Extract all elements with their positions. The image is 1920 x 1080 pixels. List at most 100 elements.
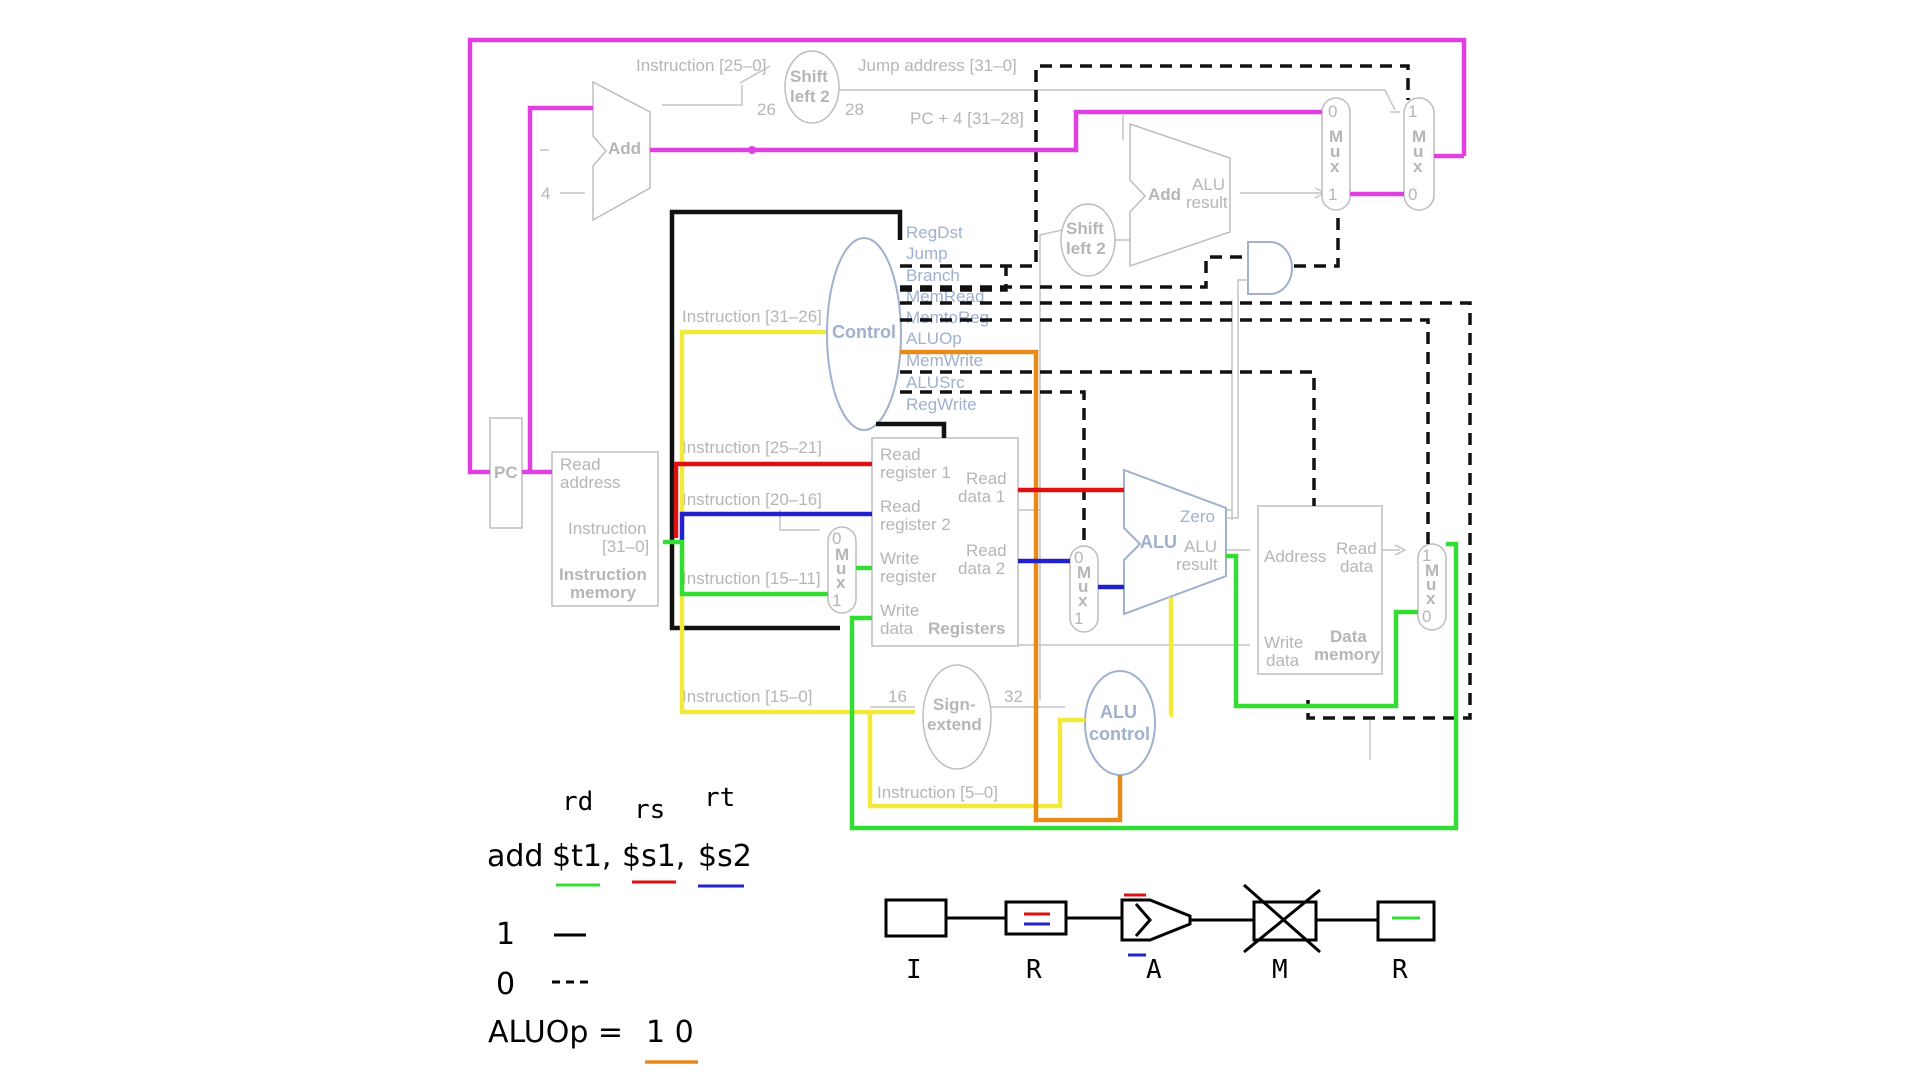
shift-mid-label-a: Shift xyxy=(1066,219,1104,238)
pc-feedback-wire xyxy=(467,37,1467,475)
alusrc-mux-zero: 0 xyxy=(1074,548,1083,567)
alu-control-a: ALU xyxy=(1100,702,1137,722)
legend-one-text: 1 xyxy=(496,917,515,952)
pc-label: PC xyxy=(494,463,518,482)
sign-extend xyxy=(922,664,992,770)
pc-adder-label: Add xyxy=(608,139,641,158)
regdst-one-wire xyxy=(669,209,903,631)
shift-top-label-a: Shift xyxy=(790,67,828,86)
control-label: Control xyxy=(832,322,896,342)
pc-adder xyxy=(592,80,651,222)
active-paths xyxy=(467,37,1467,831)
instr-25-0-label: Instruction [25–0] xyxy=(636,56,766,75)
and-to-mux-line xyxy=(1294,210,1340,268)
read-reg2-b: register 2 xyxy=(880,515,951,534)
jump-mux-one: 1 xyxy=(1408,102,1417,121)
instruction-op: add xyxy=(487,839,543,874)
instr-mem-title-a: Instruction xyxy=(559,565,647,584)
sign-extend-a: Sign- xyxy=(933,695,976,714)
stage-regread-box xyxy=(1004,900,1068,936)
read-data-b: data xyxy=(1340,557,1374,576)
alusrc-signal-line xyxy=(900,390,1086,546)
stage-writeback-box xyxy=(1376,900,1436,942)
writeback-wire xyxy=(849,541,1459,831)
branch-mux-m: M xyxy=(1329,127,1343,146)
stage-fetch-box xyxy=(884,898,948,938)
branch-mux-one: 1 xyxy=(1328,185,1337,204)
read-data1-b: data 1 xyxy=(958,487,1005,506)
data-mem-title-a: Data xyxy=(1330,627,1367,646)
instr-25-21-label: Instruction [25–21] xyxy=(682,438,822,457)
instr-5-0-label: Instruction [5–0] xyxy=(877,783,998,802)
alu-label: ALU xyxy=(1140,532,1177,552)
memwrite-signal-line xyxy=(900,370,1316,506)
aluop-wire xyxy=(900,349,1123,823)
dashed-control-lines xyxy=(900,64,1472,720)
alusrc-mux-x: x xyxy=(1078,591,1088,610)
regdst-mux-one: 1 xyxy=(832,591,841,610)
address-label: Address xyxy=(1264,547,1326,566)
branch-adder-alu: ALU xyxy=(1192,175,1225,194)
rs-wire xyxy=(673,461,872,538)
read-reg2-a: Read xyxy=(880,497,921,516)
aluop-label: ALUOp = xyxy=(488,1015,623,1050)
alu-control xyxy=(1084,670,1156,776)
operand-rd: $t1, xyxy=(552,839,611,874)
instr-mem-title-b: memory xyxy=(570,583,637,602)
jump-signal-line xyxy=(900,64,1410,268)
memtoreg-mux-x: x xyxy=(1426,589,1436,608)
pc-to-adder-wire xyxy=(527,105,593,472)
pipeline-sketch xyxy=(884,883,1436,957)
funct-wire xyxy=(867,712,1085,809)
jump-mux-m: M xyxy=(1412,127,1426,146)
read-data1-a: Read xyxy=(966,469,1007,488)
regwrite-one-wire xyxy=(876,421,947,438)
branch-adder-label: Add xyxy=(1148,185,1181,204)
instr-15-11-label: Instruction [15–11] xyxy=(682,569,821,588)
control-signal-alusrc: ALUSrc xyxy=(906,373,965,392)
control-signal-branch: Branch xyxy=(906,266,960,285)
jump-mux-u: u xyxy=(1413,142,1423,161)
branch-signal-line xyxy=(900,255,1248,289)
pipeline-stage-label: I xyxy=(906,955,922,985)
branch-adder xyxy=(1129,122,1231,268)
rt-wire xyxy=(679,511,872,541)
jump-mux-zero: 0 xyxy=(1408,185,1417,204)
control-signal-regdst: RegDst xyxy=(906,223,963,242)
read-address-a: Read xyxy=(560,455,601,474)
pipeline-stage-label: A xyxy=(1146,955,1162,985)
memtoreg-mux xyxy=(1417,543,1447,631)
jump-mux-x: x xyxy=(1413,157,1423,176)
rt-annotation: rt xyxy=(704,783,735,813)
read-data2-b: data 2 xyxy=(958,559,1005,578)
write-reg-b: register xyxy=(880,567,937,586)
operand-rt: $s2 xyxy=(698,839,752,874)
memtoreg-mux-one: 1 xyxy=(1422,546,1431,565)
dm-write-data-b: data xyxy=(1266,651,1300,670)
bits-28-label: 28 xyxy=(845,100,864,119)
control-signal-memwrite: MemWrite xyxy=(906,351,983,370)
read-reg1-a: Read xyxy=(880,445,921,464)
handwritten-notes: rd rs rt add $t1, $s1, $s2 1 0 ALUOp = 1… xyxy=(487,783,752,1064)
shift-left-2-branch xyxy=(1060,203,1116,277)
operand-rs: $s1, xyxy=(622,839,685,874)
alu-control-out-wire xyxy=(1168,597,1174,718)
read-data-a: Read xyxy=(1336,539,1377,558)
aluop-value: 1 0 xyxy=(646,1015,694,1050)
jump-address-label: Jump address [31–0] xyxy=(858,56,1017,75)
registers-title: Registers xyxy=(928,619,1005,638)
branch-mux-x: x xyxy=(1330,157,1340,176)
alu-control-b: control xyxy=(1089,724,1150,744)
control-unit xyxy=(826,237,902,431)
write-data-b: data xyxy=(880,619,914,638)
write-reg-a: Write xyxy=(880,549,919,568)
sign-extend-b: extend xyxy=(927,715,982,734)
instr-15-0-label: Instruction [15–0] xyxy=(682,687,812,706)
control-signal-jump: Jump xyxy=(906,244,948,263)
pipeline-stage-label: R xyxy=(1392,955,1408,985)
data-mem-title-b: memory xyxy=(1314,645,1381,664)
gray-components: Add 4 Shift left 2 Instruction [25–0] Ju… xyxy=(489,50,1447,802)
instruction-memory xyxy=(551,451,659,607)
write-data-a: Write xyxy=(880,601,919,620)
